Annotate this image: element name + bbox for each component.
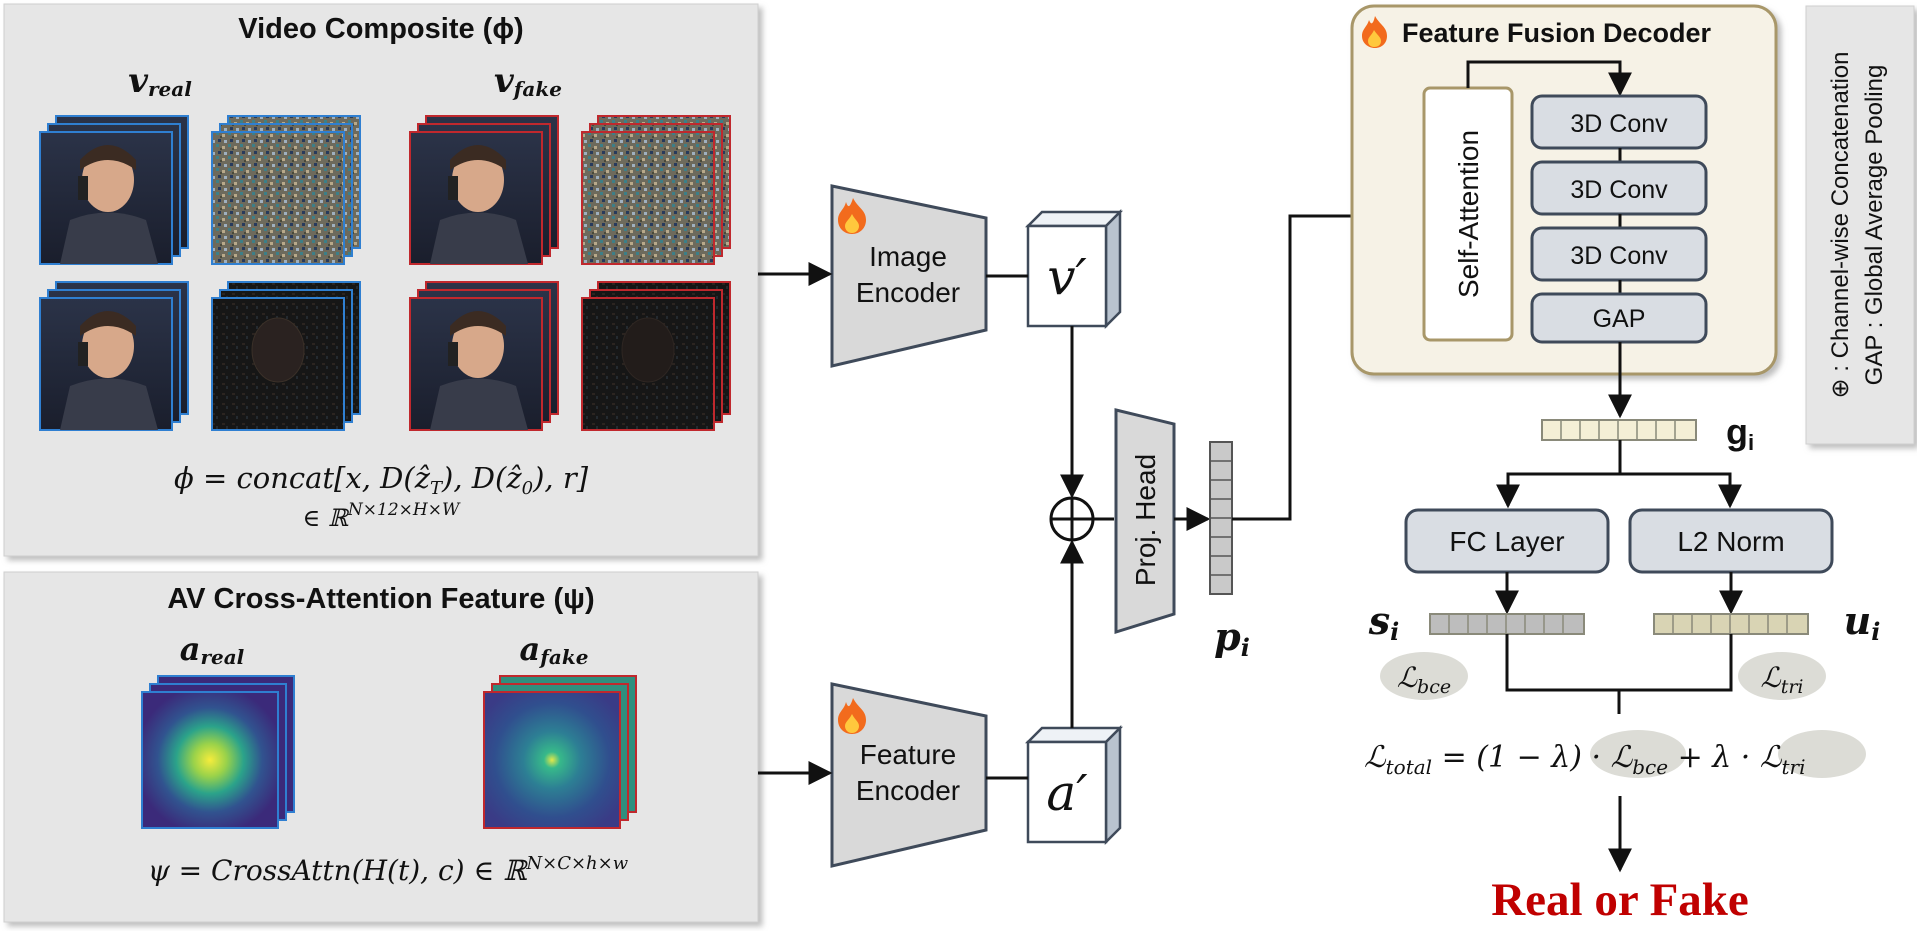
real-frame-stack-1 xyxy=(39,115,189,265)
legend-line1: ⊕ : Channel-wise Concatenation xyxy=(1827,52,1854,399)
real-frame-stack-2 xyxy=(211,115,361,265)
fire-icon xyxy=(1362,16,1387,48)
total-bce-bubble xyxy=(1590,730,1686,778)
g-vector xyxy=(1541,419,1697,441)
video-formula-line2: ∈ ℝN×12×H×W xyxy=(303,500,461,532)
feature-encoder-line1: Feature xyxy=(860,739,957,770)
p-vector xyxy=(1209,441,1233,595)
v-prime-cube: v′ xyxy=(1024,208,1124,330)
l2-norm-label: L2 Norm xyxy=(1677,526,1784,557)
fake-frame-stack-2 xyxy=(581,115,731,265)
u-label: 𝒖𝒊 xyxy=(1844,598,1881,646)
video-composite-panel: Video Composite (ϕ) 𝒗real 𝒗fake xyxy=(3,3,759,557)
fake-frame-stack-1 xyxy=(409,115,559,265)
feature-fusion-decoder: Feature Fusion Decoder Self-Attention 3D… xyxy=(1350,4,1778,376)
p-label: 𝒑𝒊 xyxy=(1214,614,1250,662)
fc-layer-label: FC Layer xyxy=(1449,526,1564,557)
a-real-heatmap-stack xyxy=(141,675,295,829)
fire-icon xyxy=(838,698,866,734)
fire-icon xyxy=(838,198,866,234)
conv-block-2-label: 3D Conv xyxy=(1570,176,1668,204)
loss-total-formula: ℒtotal = (1 − λ) · ℒbce + λ · ℒtri xyxy=(1364,740,1805,779)
feature-encoder: Feature Encoder xyxy=(830,682,988,868)
legend-line2: GAP : Global Average Pooling xyxy=(1861,65,1888,386)
gap-block-label: GAP xyxy=(1593,305,1646,333)
video-panel-title: Video Composite (ϕ) xyxy=(238,13,523,45)
proj-head: Proj. Head xyxy=(1114,408,1176,635)
conv-block-3-label: 3D Conv xyxy=(1570,242,1668,270)
legend-box xyxy=(1805,5,1915,445)
a-prime-cube: a′ xyxy=(1024,724,1124,846)
s-label: 𝒔𝒊 xyxy=(1368,598,1400,646)
image-encoder: Image Encoder xyxy=(830,184,988,368)
v-prime-label: v′ xyxy=(1047,248,1087,306)
a-fake-heatmap-stack xyxy=(483,675,637,829)
merge-connector xyxy=(1505,634,1733,692)
fake-frame-stack-4 xyxy=(581,281,731,431)
real-frame-stack-3 xyxy=(39,281,189,431)
conv-block-1-label: 3D Conv xyxy=(1570,110,1668,138)
legend: ⊕ : Channel-wise Concatenation GAP : Glo… xyxy=(1805,5,1915,445)
arrow-self-attention-to-conv xyxy=(1466,60,1632,97)
loss-bce-bubble xyxy=(1380,652,1468,700)
concat-symbol xyxy=(1049,496,1095,542)
image-encoder-line1: Image xyxy=(869,241,947,272)
fake-frame-stack-3 xyxy=(409,281,559,431)
a-prime-label: a′ xyxy=(1046,764,1088,822)
total-tri-bubble xyxy=(1778,730,1866,778)
av-cross-attention-panel: AV Cross-Attention Feature (ψ) 𝒂real 𝒂fa… xyxy=(3,571,759,923)
g-label: gi xyxy=(1726,411,1754,455)
video-panel-bg xyxy=(3,3,759,557)
a-fake-label: 𝒂fake xyxy=(520,630,589,669)
real-frame-stack-4 xyxy=(211,281,361,431)
u-vector xyxy=(1653,613,1809,635)
feature-encoder-line2: Encoder xyxy=(856,775,960,806)
loss-tri-bubble xyxy=(1738,652,1826,700)
proj-head-label: Proj. Head xyxy=(1130,454,1161,586)
audio-panel-title: AV Cross-Attention Feature (ψ) xyxy=(167,583,594,615)
image-encoder-line2: Encoder xyxy=(856,277,960,308)
split-connector xyxy=(1506,472,1732,504)
output-label: Real or Fake xyxy=(1491,874,1749,926)
self-attention-label: Self-Attention xyxy=(1453,130,1484,298)
video-formula-line1: ϕ = concat[x, D(ẑT), D(ẑ0), r] xyxy=(174,461,589,499)
s-vector xyxy=(1429,613,1585,635)
decoder-title: Feature Fusion Decoder xyxy=(1402,18,1712,48)
